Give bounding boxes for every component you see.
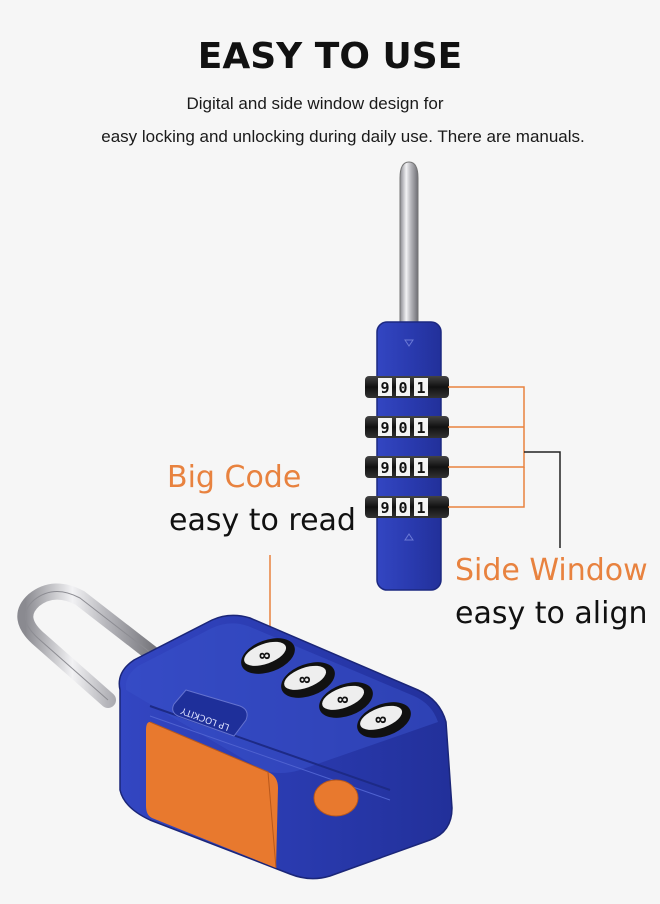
- svg-text:8: 8: [374, 716, 390, 724]
- front-dial-3: 8: [319, 682, 373, 718]
- front-dial-1: 8: [241, 638, 295, 674]
- side-window-title: Side Window: [455, 553, 648, 588]
- side-window-dial-2: 9 0 1: [365, 416, 449, 438]
- dial-digit: 0: [398, 499, 407, 517]
- dial-digit: 0: [398, 379, 407, 397]
- front-lock-orange-band: [146, 722, 278, 868]
- dial-digit: 0: [398, 419, 407, 437]
- dial-digit: 9: [380, 499, 389, 517]
- dial-digit: 0: [398, 459, 407, 477]
- side-window-dial-1: 9 0 1: [365, 376, 449, 398]
- front-lock-orange-button: [313, 779, 359, 817]
- dial-digit: 1: [416, 419, 425, 437]
- dial-digit: 1: [416, 499, 425, 517]
- big-code-subtitle: easy to read: [169, 503, 356, 538]
- front-dial-4: 8: [357, 702, 411, 738]
- dial-digit: 9: [380, 419, 389, 437]
- side-window-callout-lines: [448, 386, 561, 548]
- page-title: EASY TO USE: [197, 36, 463, 77]
- vertical-lock: 9 0 1 9 0 1 9 0 1 9 0: [365, 161, 449, 591]
- front-dial-2: 8: [281, 662, 335, 698]
- side-window-dial-4: 9 0 1: [365, 496, 449, 518]
- svg-text:8: 8: [258, 652, 274, 660]
- front-lock: LP LOCKITY 8 8 8 8: [17, 583, 453, 880]
- dial-digit: 1: [416, 379, 425, 397]
- description-line-1: Digital and side window design for: [186, 94, 444, 113]
- dial-digit: 1: [416, 459, 425, 477]
- svg-text:8: 8: [336, 696, 352, 704]
- dial-digit: 9: [380, 379, 389, 397]
- dial-digit: 9: [380, 459, 389, 477]
- big-code-title: Big Code: [167, 460, 302, 495]
- side-window-dial-3: 9 0 1: [365, 456, 449, 478]
- description-line-2: easy locking and unlocking during daily …: [101, 127, 585, 146]
- vertical-lock-shackle: [399, 161, 419, 331]
- side-window-subtitle: easy to align: [455, 596, 648, 631]
- svg-text:8: 8: [298, 676, 314, 684]
